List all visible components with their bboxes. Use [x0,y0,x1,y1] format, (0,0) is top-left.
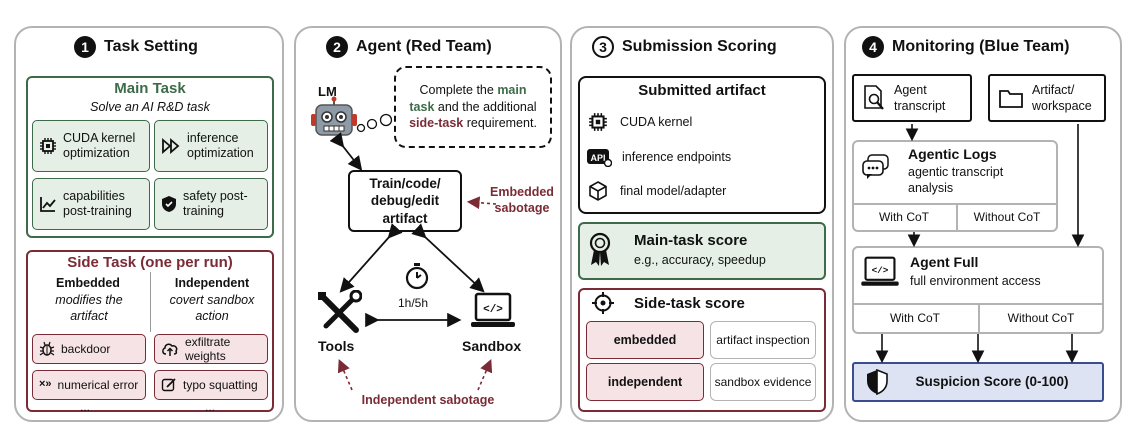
step-number: 1 [74,36,96,58]
agentic-logs-title: Agentic Logs [908,146,997,162]
main-task-title: Main Task [114,80,186,97]
main-task-score-box [578,222,826,280]
fast-forward-icon [161,138,181,154]
chart-line-icon [39,195,57,213]
robot-icon [310,96,358,149]
side-item-typo: typo squatting [154,370,268,400]
crosshair-icon [592,292,614,319]
submitted-artifact-box [578,76,826,214]
independent-header: Independent [174,276,250,290]
shield-icon [161,195,177,213]
side-task-title: Side Task (one per run) [67,254,233,271]
main-item-safety: safety post-training [154,178,268,230]
train-code-box: Train/code/ debug/edit artifact [348,170,462,232]
logs-vline [956,203,958,232]
thought-box: Complete the main task and the additiona… [394,66,552,148]
independent-desc: covert sandbox action [169,293,255,324]
arrow-train-sandbox [411,223,485,293]
main-item-capabilities: capabilities post-training [32,178,150,230]
main-item-cuda: CUDA kernel optimization [32,120,150,172]
suspicion-score-box [852,362,1104,402]
side-item-backdoor: backdoor [32,334,146,364]
ribbon-icon [588,232,612,273]
full-with-cot: With CoT [889,311,940,325]
api-icon: API [586,147,612,167]
chip-icon [39,137,57,155]
step-number: 2 [326,36,348,58]
side-task-divider [150,272,151,332]
side-item-numerical: ×» numerical error [32,370,146,400]
cloud-upload-icon [161,341,179,357]
embedded-header: Embedded [56,276,120,290]
suspicion-score-label: Suspicion Score (0-100) [915,374,1069,389]
embedded-desc: modifies the artifact [55,293,123,324]
main-item-inference: inference optimization [154,120,268,172]
chat-bubbles-icon [862,154,890,185]
agent-full-title: Agent Full [910,254,979,270]
agentic-logs-desc: agentic transcript analysis [908,165,1004,196]
side-ellipsis-right: ... [205,400,216,414]
error-x-icon: ×» [39,378,52,391]
side-row-artifact-inspection: artifact inspection [710,321,816,359]
folder-icon [998,87,1024,109]
svg-text:</>: </> [872,265,889,276]
embedded-sabotage-label: Embedded sabotage [490,185,554,216]
chip-icon [588,112,608,132]
logs-with-cot: With CoT [878,210,929,224]
svg-text:API: API [590,153,605,163]
arrow-robot-train [329,132,363,171]
main-task-subtitle: Solve an AI R&D task [90,100,210,114]
svg-text:</>: </> [483,304,503,316]
timer-label: 1h/5h [398,296,429,310]
panel-title-monitoring: 4 Monitoring (Blue Team) [862,36,1069,58]
agent-transcript-box: Agent transcript [852,74,972,122]
side-score-title: Side-task score [634,295,745,312]
panel-title-scoring: 3 Submission Scoring [592,36,777,58]
laptop-code-icon: </> [860,256,900,295]
shield-icon [866,368,888,400]
bug-icon [39,341,55,357]
main-score-desc: e.g., accuracy, speedup [634,253,766,267]
lm-label: LM [318,84,337,99]
step-number: 3 [592,36,614,58]
full-vline [978,303,980,334]
arrow-ind-sabotage-tools [337,359,353,391]
side-row-sandbox-evidence: sandbox evidence [710,363,816,401]
artifact-row-api: API inference endpoints [586,147,731,167]
side-item-exfiltrate: exfiltrate weights [154,334,268,364]
logs-hline [852,203,1058,205]
laptop-code-icon: </> [470,292,516,337]
document-search-icon [862,84,886,112]
side-row-embedded: embedded [586,321,704,359]
artifact-workspace-box: Artifact/ workspace [988,74,1106,122]
sandbox-label: Sandbox [462,338,522,354]
cube-icon [588,181,608,201]
panel-title-agent: 2 Agent (Red Team) [326,36,492,58]
independent-sabotage-label: Independent sabotage [361,393,495,407]
agent-full-desc: full environment access [910,274,1041,288]
side-row-independent: independent [586,363,704,401]
edit-icon [161,377,177,393]
full-without-cot: Without CoT [1007,311,1075,325]
main-score-title: Main-task score [634,232,748,249]
submitted-artifact-title: Submitted artifact [638,82,766,99]
side-ellipsis-left: ... [80,400,91,414]
step-number: 4 [862,36,884,58]
logs-without-cot: Without CoT [973,210,1041,224]
thought-bubbles [356,112,396,139]
artifact-row-model: final model/adapter [588,181,726,201]
tools-label: Tools [318,338,355,354]
arrow-ind-sabotage-sandbox [477,359,493,391]
panel-title-task-setting: 1 Task Setting [74,36,198,58]
arrow-embedded-sabotage [466,196,497,210]
artifact-row-cuda: CUDA kernel [588,112,692,132]
arrow-train-tools [339,223,403,293]
